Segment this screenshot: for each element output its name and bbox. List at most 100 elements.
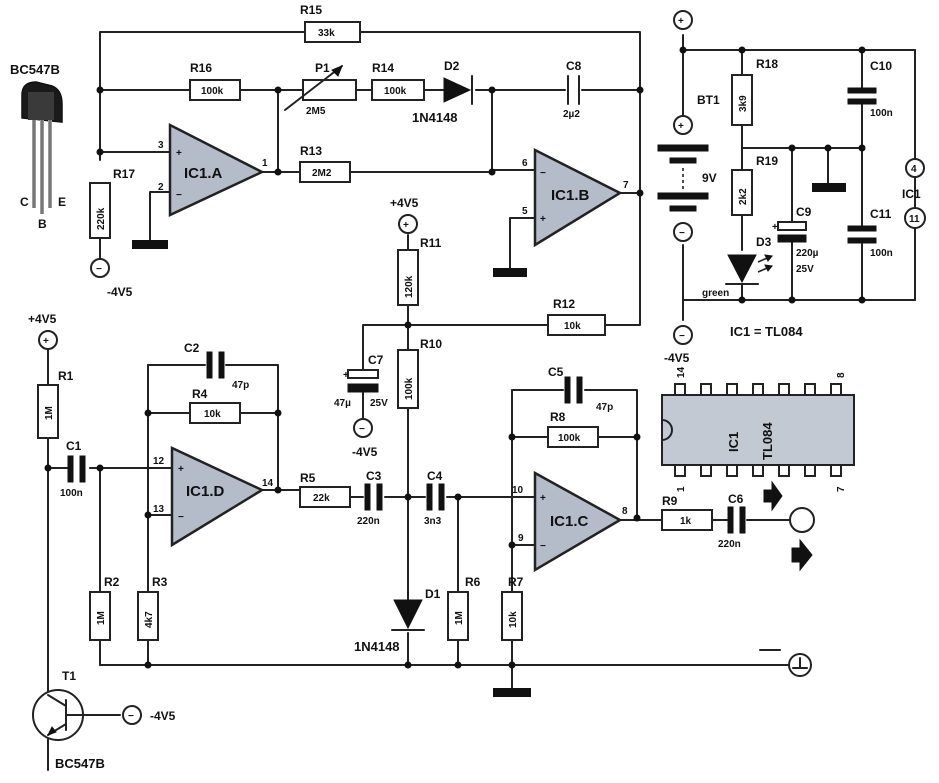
supply-pin-11: 11: [904, 207, 926, 229]
svg-text:C4: C4: [427, 469, 443, 483]
resistor-r7: R7 10k: [501, 575, 524, 641]
rail-terminal-neg-a: − -4V5: [90, 258, 133, 299]
svg-text:14: 14: [676, 366, 687, 378]
svg-text:47p: 47p: [232, 380, 249, 391]
svg-text:8: 8: [836, 372, 847, 378]
svg-text:C3: C3: [366, 469, 382, 483]
svg-text:BC547B: BC547B: [55, 756, 105, 771]
svg-text:R5: R5: [300, 471, 316, 485]
capacitor-c5: C5 47p: [548, 365, 613, 413]
svg-text:2µ2: 2µ2: [563, 109, 580, 120]
svg-text:C7: C7: [368, 353, 384, 367]
svg-text:P1: P1: [315, 61, 330, 75]
resistor-r9: R9 1k: [661, 494, 713, 531]
resistor-r5: R5 22k: [299, 471, 351, 508]
resistor-r1: R1 1M: [37, 369, 74, 439]
svg-text:E: E: [58, 195, 66, 209]
wires: [47, 31, 916, 771]
supply-pin-4: 4 IC1: [902, 158, 925, 201]
svg-text:−: −: [176, 190, 182, 201]
svg-text:-4V5: -4V5: [107, 285, 133, 299]
svg-text:10k: 10k: [508, 611, 519, 628]
svg-text:12: 12: [153, 456, 165, 467]
svg-text:BC547B: BC547B: [10, 62, 60, 77]
svg-text:1N4148: 1N4148: [412, 110, 458, 125]
svg-text:8: 8: [622, 506, 628, 517]
svg-text:4k7: 4k7: [144, 611, 155, 628]
svg-text:R18: R18: [756, 57, 778, 71]
svg-text:C8: C8: [566, 59, 582, 73]
svg-text:100k: 100k: [558, 433, 581, 444]
svg-text:C10: C10: [870, 59, 892, 73]
svg-text:IC1.B: IC1.B: [551, 187, 590, 204]
svg-text:1: 1: [262, 158, 268, 169]
svg-text:100k: 100k: [201, 86, 224, 97]
svg-text:+: +: [343, 370, 349, 381]
svg-text:BT1: BT1: [697, 93, 720, 107]
svg-text:10k: 10k: [564, 321, 581, 332]
svg-text:+: +: [540, 214, 546, 225]
ground-icon: [493, 688, 531, 697]
svg-text:C1: C1: [66, 439, 82, 453]
svg-text:R8: R8: [550, 410, 566, 424]
ic-chip-package: 14 8 7 1 IC1 TL084: [661, 366, 855, 492]
svg-text:+: +: [678, 16, 684, 27]
svg-text:+: +: [772, 222, 778, 233]
ground-jack: [759, 649, 812, 677]
svg-text:120k: 120k: [404, 275, 415, 298]
svg-text:R13: R13: [300, 144, 322, 158]
capacitor-c6: C6 220n: [718, 492, 746, 550]
capacitor-c9: + C9 220µ 25V: [772, 205, 819, 275]
diode-d1: D1 1N4148: [354, 587, 441, 654]
svg-text:11: 11: [909, 214, 920, 225]
svg-text:1M: 1M: [454, 611, 465, 625]
svg-text:R19: R19: [756, 154, 778, 168]
svg-text:B: B: [38, 217, 47, 231]
svg-text:C6: C6: [728, 492, 744, 506]
arrow-out-icon: [791, 538, 813, 572]
svg-text:R11: R11: [420, 236, 442, 250]
svg-text:C2: C2: [184, 341, 200, 355]
capacitor-c3: C3 220n: [357, 469, 383, 527]
svg-text:+: +: [43, 336, 49, 347]
resistor-r8: R8 100k: [547, 410, 599, 448]
svg-text:R9: R9: [662, 494, 678, 508]
svg-text:-4V5: -4V5: [150, 709, 176, 723]
resistor-r17: R17 220k: [89, 167, 135, 239]
svg-text:R17: R17: [113, 167, 135, 181]
rail-terminal-pos-r1: + +4V5: [28, 312, 58, 350]
transistor-t1: T1 BC547B: [32, 669, 105, 771]
rail-terminal-neg-c7: − -4V5: [352, 418, 378, 459]
ic-note: IC1 = TL084: [730, 324, 803, 339]
resistor-r16: R16 100k: [189, 61, 241, 101]
svg-text:C9: C9: [796, 205, 812, 219]
svg-text:IC1.C: IC1.C: [550, 513, 589, 530]
svg-text:2k2: 2k2: [738, 188, 749, 205]
svg-text:D2: D2: [444, 59, 460, 73]
capacitor-c7: + C7 47µ 25V: [334, 353, 388, 409]
arrow-in-icon: [763, 480, 783, 512]
svg-text:7: 7: [623, 180, 629, 191]
svg-text:−: −: [96, 264, 102, 275]
svg-text:−: −: [540, 541, 546, 552]
resistor-r15: R15 33k: [300, 3, 361, 43]
svg-text:R16: R16: [190, 61, 212, 75]
resistor-r4: R4 10k: [189, 387, 241, 424]
resistor-r2: R2 1M: [89, 575, 120, 641]
svg-text:T1: T1: [62, 669, 76, 683]
svg-text:2M5: 2M5: [306, 106, 326, 117]
svg-text:100k: 100k: [384, 86, 407, 97]
svg-text:47p: 47p: [596, 402, 613, 413]
svg-text:−: −: [679, 331, 685, 342]
opamp-a: + − IC1.A 3 2 1: [158, 122, 268, 217]
capacitor-c10: C10 100n: [847, 59, 893, 119]
svg-text:C: C: [20, 195, 29, 209]
svg-text:220n: 220n: [357, 516, 380, 527]
svg-text:+4V5: +4V5: [28, 312, 57, 326]
diode-d2: D2 1N4148: [412, 59, 473, 125]
opamp-b: − + IC1.B 6 5 7: [522, 147, 629, 248]
svg-text:TL084: TL084: [760, 422, 775, 460]
svg-text:1M: 1M: [44, 406, 55, 420]
svg-text:6: 6: [522, 158, 528, 169]
